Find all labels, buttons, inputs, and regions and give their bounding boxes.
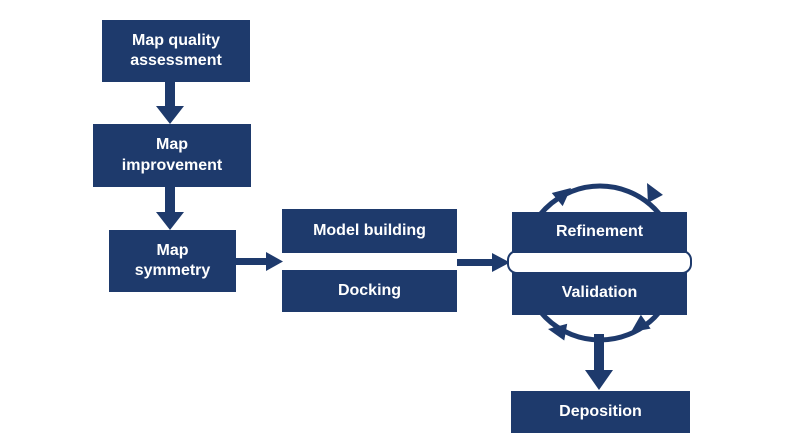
node-model-building: Model building — [282, 209, 457, 253]
node-docking: Docking — [282, 270, 457, 312]
node-validation: Validation — [512, 272, 687, 315]
cycle-arrowhead-top-right-icon — [647, 183, 663, 203]
cycle-arrowhead-bottom-right-icon — [631, 314, 651, 332]
node-map-improvement: Map improvement — [93, 124, 251, 187]
arrow-modeling-to-refinement — [457, 253, 510, 272]
node-label-line: Map quality — [131, 31, 220, 49]
cycle-arrowhead-top-left-icon — [551, 188, 571, 207]
node-label-line: improvement — [121, 156, 223, 174]
node-label: Refinement — [555, 223, 644, 241]
node-label: Docking — [337, 281, 402, 299]
node-map-symmetry: Map symmetry — [109, 230, 236, 292]
node-label-line: Map — [156, 241, 189, 259]
node-label-line: symmetry — [134, 262, 211, 279]
arrow-cycle-to-deposition — [585, 334, 613, 390]
arrow-quality-to-improvement — [156, 80, 184, 124]
arrow-symmetry-to-modeling — [235, 252, 283, 271]
node-label: Deposition — [559, 402, 642, 420]
node-label-line: assessment — [130, 52, 222, 69]
node-label: Validation — [561, 284, 638, 302]
refinement-validation-connector — [507, 250, 692, 274]
cycle-arrowhead-bottom-left-icon — [548, 323, 568, 341]
node-label-line: Map — [156, 136, 188, 154]
node-map-quality-assessment: Map quality assessment — [102, 20, 250, 82]
node-deposition: Deposition — [511, 391, 690, 433]
node-refinement: Refinement — [512, 212, 687, 253]
node-label: Model building — [313, 221, 426, 239]
arrow-improvement-to-symmetry — [156, 185, 184, 230]
